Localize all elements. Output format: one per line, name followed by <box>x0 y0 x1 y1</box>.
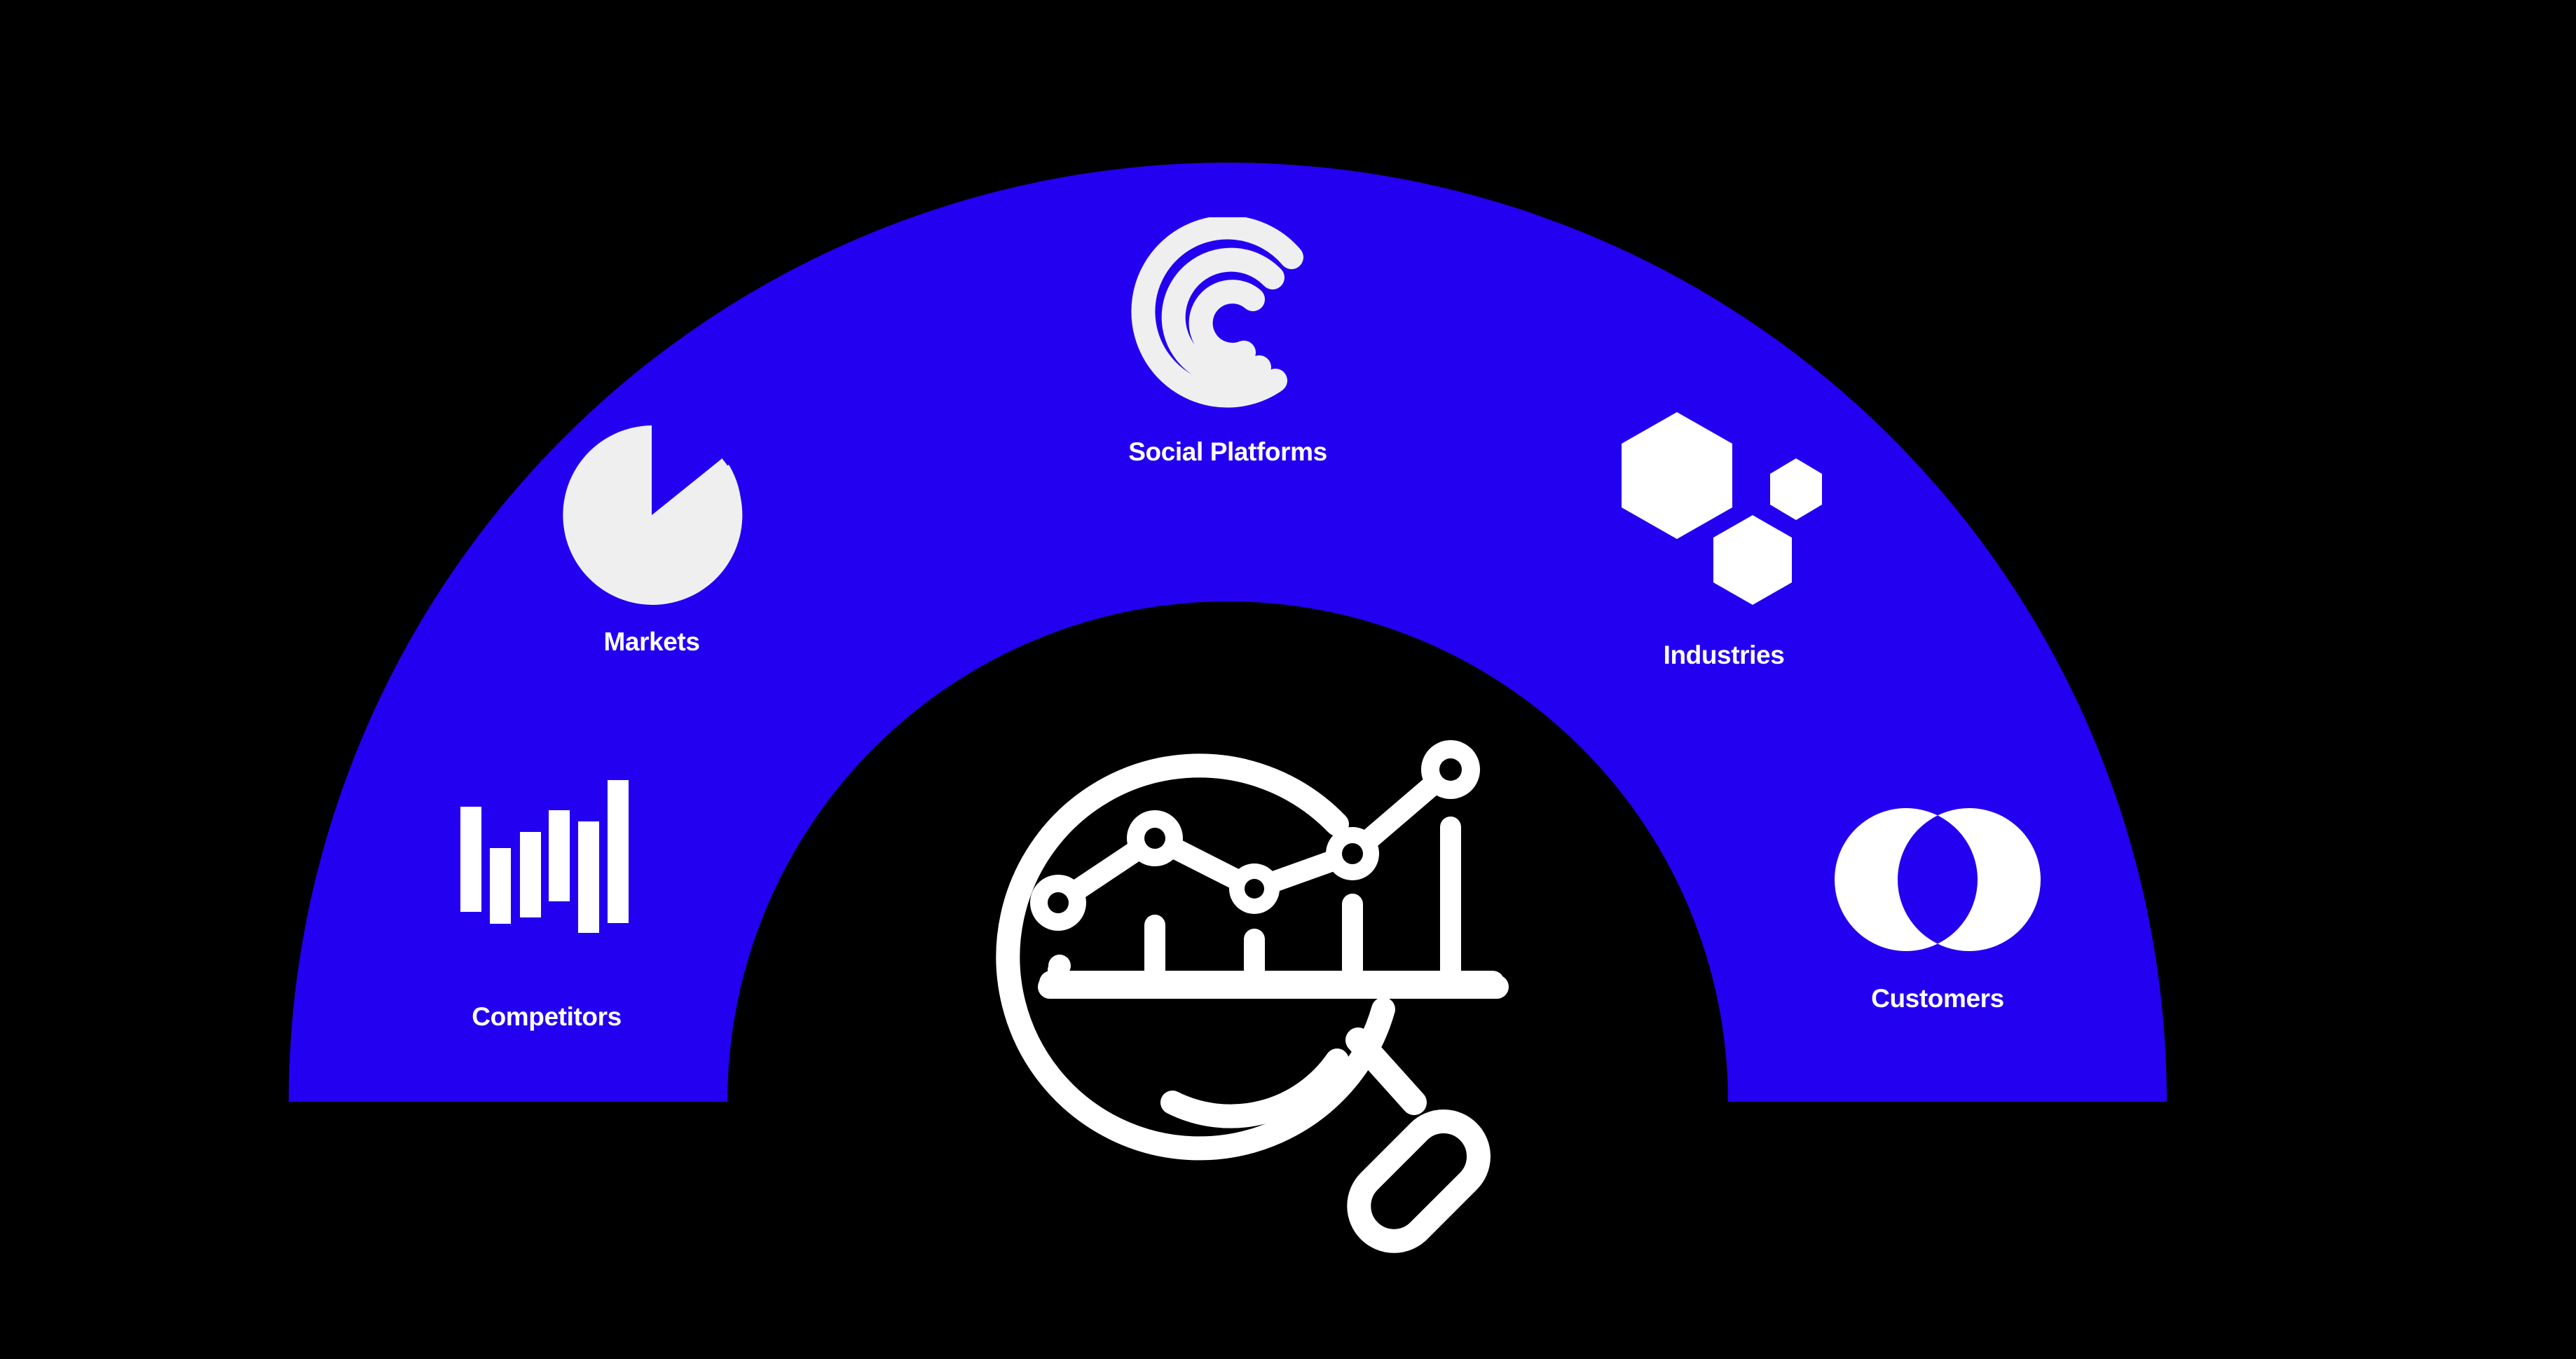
node-social-platforms[interactable]: Social Platforms <box>1109 215 1347 466</box>
node-competitors[interactable]: Competitors <box>427 778 666 1030</box>
hexagons-icon <box>1615 407 1832 631</box>
node-customers[interactable]: Customers <box>1818 792 2057 1011</box>
node-industries[interactable]: Industries <box>1605 407 1843 668</box>
bar-chart-icon <box>445 778 648 988</box>
signal-waves-icon <box>1126 215 1329 421</box>
magnifying-glass-analytics-icon <box>960 708 1528 1290</box>
node-label-social-platforms: Social Platforms <box>1128 437 1327 466</box>
node-markets[interactable]: Markets <box>533 417 771 655</box>
node-label-customers: Customers <box>1871 984 2004 1013</box>
pie-chart-icon <box>554 417 750 613</box>
node-label-markets: Markets <box>603 627 700 656</box>
node-label-competitors: Competitors <box>472 1002 622 1031</box>
venn-diagram-icon <box>1832 792 2043 967</box>
node-label-industries: Industries <box>1663 641 1785 669</box>
